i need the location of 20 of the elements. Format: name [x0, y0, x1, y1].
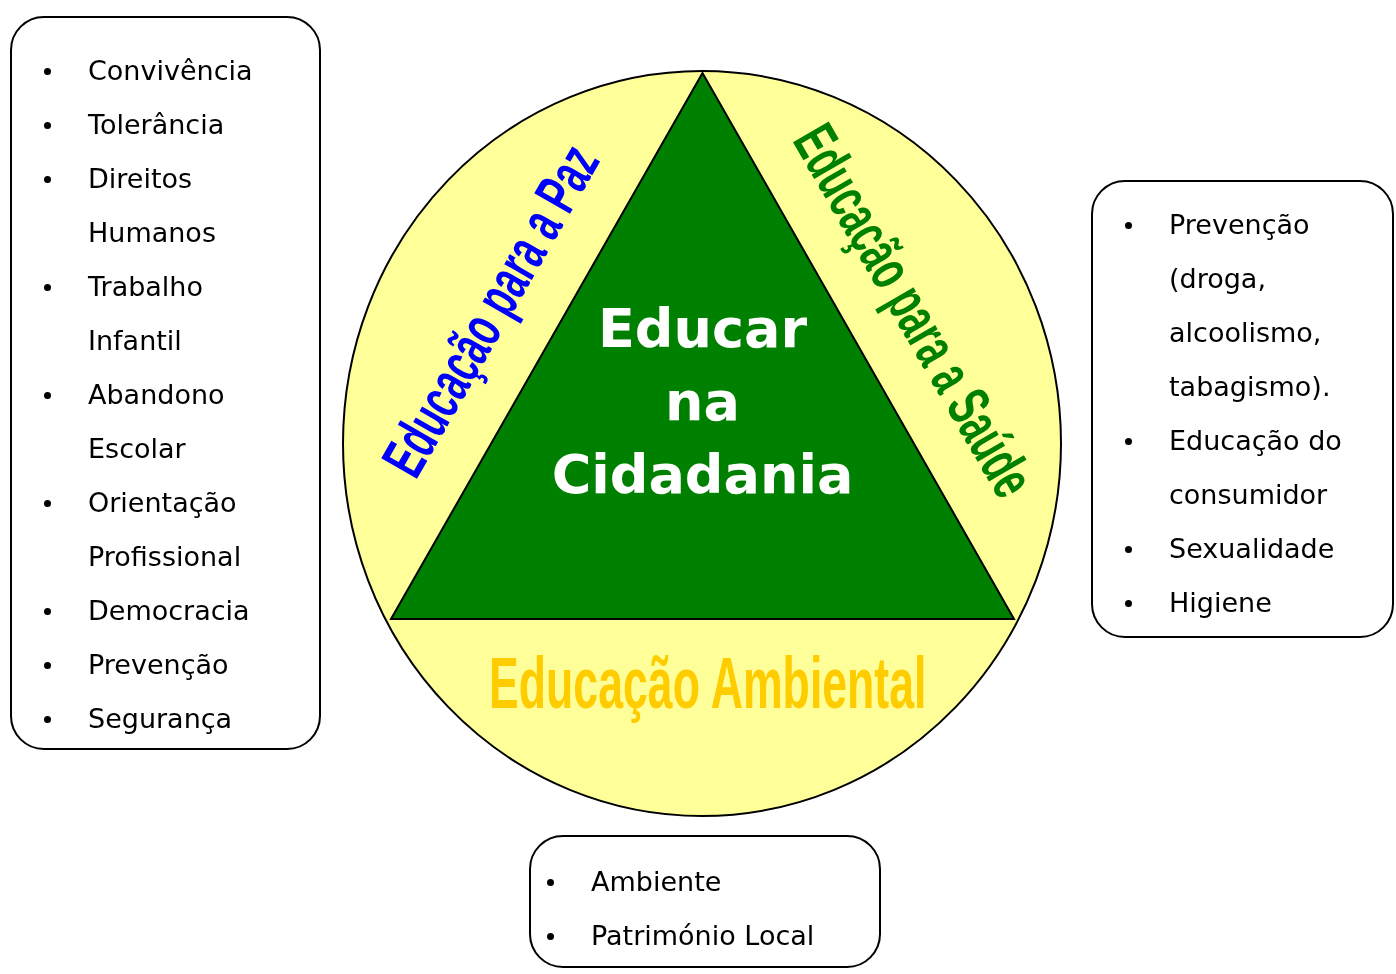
list-box — [10, 16, 321, 750]
bullet-item: Direitos Humanos — [40, 152, 276, 260]
bullet-item: Educação do consumidor — [1121, 414, 1369, 522]
bullet-item: Ambiente — [543, 855, 891, 909]
list-box — [1091, 180, 1394, 638]
bullet-item: Sexualidade — [1121, 522, 1369, 576]
bullet-item: Segurança — [40, 692, 276, 746]
band-label: Educação Ambiental — [489, 642, 927, 724]
bullet-item: Trabalho Infantil — [40, 260, 276, 368]
center-title: Educar na Cidadania — [550, 296, 855, 508]
bullet-item: Convivência — [40, 44, 276, 98]
bullet-item: Tolerância — [40, 98, 276, 152]
bullet-item: Prevenção — [40, 638, 276, 692]
bullet-item: Democracia — [40, 584, 276, 638]
bullet-item: Higiene — [1121, 576, 1369, 630]
bullet-item: Prevenção (droga, alcoolismo, tabagismo). — [1121, 198, 1369, 414]
bullet-item: Património Local — [543, 909, 891, 963]
list-box — [529, 835, 881, 968]
bullet-item: Abandono Escolar — [40, 368, 276, 476]
bullet-item: Orientação Profissional — [40, 476, 276, 584]
